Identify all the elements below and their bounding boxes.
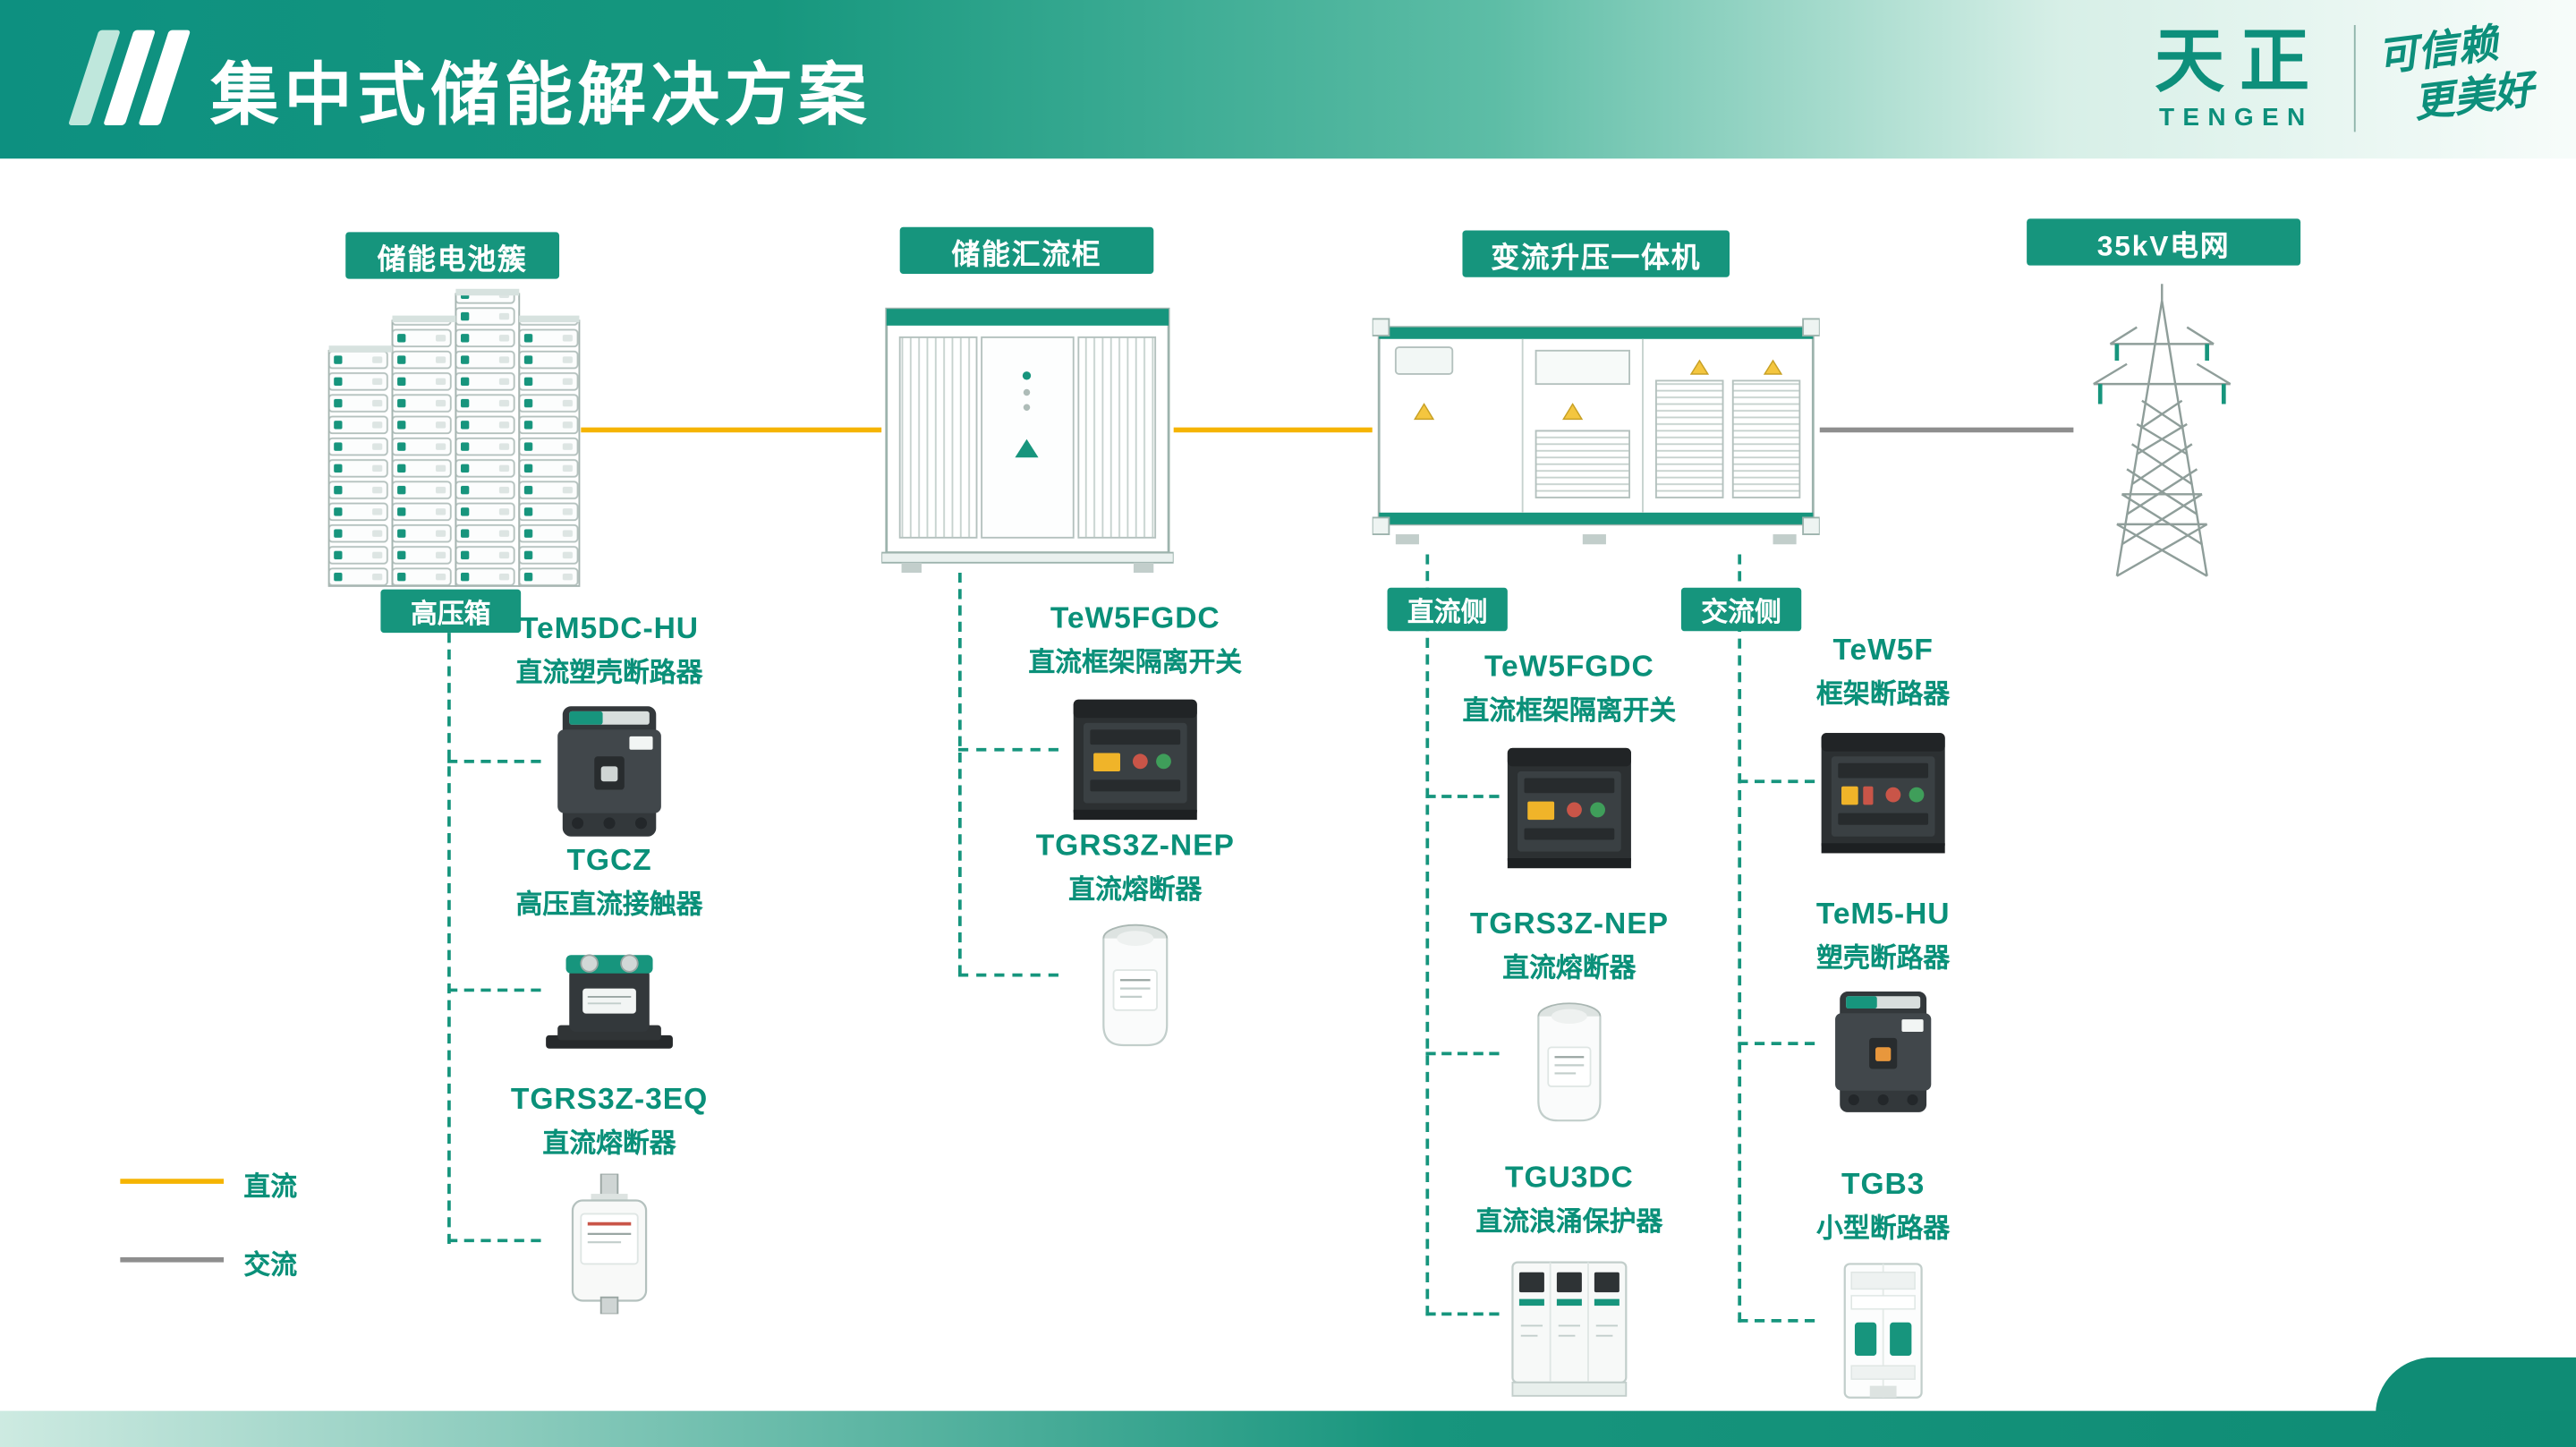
- component-model: TeM5DC-HU: [520, 610, 699, 645]
- combiner-cabinet-graphic: [880, 307, 1175, 573]
- component-desc: 框架断路器: [1816, 681, 1951, 710]
- dc-side-branch-line: [1425, 554, 1430, 1316]
- surge-protector-image: [1511, 1261, 1628, 1397]
- component-tew5f: TeW5F 框架断路器: [1724, 633, 2042, 858]
- combiner-cabinet-image: [880, 295, 1175, 581]
- combiner-branch-line: [957, 572, 962, 975]
- station-label-grid: 35kV电网: [2027, 218, 2301, 266]
- component-tgcz: TGCZ 高压直流接触器: [451, 843, 769, 1051]
- component-tew5fgdc-combiner: TeW5FGDC 直流框架隔离开关: [977, 601, 1295, 823]
- component-model: TGU3DC: [1505, 1160, 1634, 1195]
- component-tgb3: TGB3 小型断路器: [1724, 1167, 2042, 1402]
- station-label-battery-cluster: 储能电池簇: [345, 232, 560, 279]
- component-model: TeW5FGDC: [1484, 649, 1654, 684]
- dc-flow-line-2: [1173, 427, 1373, 433]
- component-model: TeW5F: [1832, 633, 1934, 667]
- component-desc: 直流熔断器: [542, 1130, 676, 1159]
- footer-rounded-corner: [2376, 1357, 2576, 1415]
- ac-side-branch-stub-2: [1738, 1042, 1815, 1046]
- ac-side-branch-line: [1738, 554, 1742, 1323]
- dc-side-branch-stub-1: [1425, 795, 1500, 798]
- converter-station-image: [1371, 301, 1821, 563]
- legend-ac-line: [120, 1256, 225, 1263]
- acb-switch-image: [1507, 747, 1631, 869]
- component-desc: 直流熔断器: [1502, 955, 1637, 983]
- component-desc: 直流塑壳断路器: [515, 660, 703, 688]
- battery-branch-line: [447, 633, 451, 1245]
- component-desc: 塑壳断路器: [1816, 945, 1951, 974]
- cylindrical-fuse-image: [1102, 924, 1169, 1047]
- brand-logo: 天正 TENGEN: [2130, 21, 2334, 132]
- legend-dc-label: 直流: [243, 1173, 298, 1203]
- tag-ac-side: 交流侧: [1680, 587, 1802, 632]
- header-banner: 集中式储能解决方案 天正 TENGEN 可信赖 更美好: [0, 0, 2576, 159]
- component-model: TeM5-HU: [1815, 896, 1951, 931]
- brand-slogan: 可信赖 更美好: [2375, 14, 2536, 132]
- component-model: TeW5FGDC: [1050, 600, 1220, 635]
- battery-branch-stub-2: [447, 988, 541, 992]
- brand-logo-cn: 天正: [2154, 21, 2325, 100]
- brand-divider: [2353, 24, 2356, 132]
- component-desc: 直流框架隔离开关: [1028, 649, 1243, 678]
- ac-flow-line: [1819, 427, 2074, 433]
- component-model: TGRS3Z-3EQ: [510, 1082, 709, 1116]
- battery-rack-image: [327, 284, 582, 598]
- component-tew5fgdc-dc: TeW5FGDC 直流框架隔离开关: [1411, 650, 1729, 872]
- transmission-tower-graphic: [2093, 284, 2232, 577]
- station-label-combiner-cabinet: 储能汇流柜: [899, 226, 1154, 274]
- footer-bar: [0, 1410, 2576, 1447]
- nh-fuse-image: [571, 1173, 648, 1315]
- converter-station-graphic: [1371, 318, 1821, 545]
- station-label-converter-station: 变流升压一体机: [1462, 230, 1730, 277]
- component-model: TGCZ: [566, 843, 652, 877]
- triple-slash-icon: [68, 30, 191, 134]
- transmission-tower-image: [2070, 277, 2254, 588]
- component-desc: 小型断路器: [1816, 1215, 1951, 1245]
- component-model: TGB3: [1841, 1167, 1926, 1201]
- component-tgu3dc: TGU3DC 直流浪涌保护器: [1411, 1161, 1729, 1400]
- dc-flow-line-1: [581, 427, 882, 433]
- acb-breaker-image: [1821, 733, 1945, 854]
- battery-branch-stub-3: [447, 1238, 541, 1243]
- legend-dc-line: [120, 1179, 225, 1184]
- insulator-marks: [2097, 344, 2226, 404]
- component-desc: 直流熔断器: [1068, 876, 1203, 906]
- component-tem5-hu: TeM5-HU 塑壳断路器: [1724, 897, 2042, 1115]
- component-tgrs3z-3eq: TGRS3Z-3EQ 直流熔断器: [451, 1082, 769, 1315]
- tag-high-voltage-box: 高压箱: [380, 589, 522, 634]
- acb-switch-image: [1073, 699, 1197, 821]
- battery-branch-stub-1: [447, 759, 541, 763]
- ac-side-branch-stub-3: [1738, 1319, 1815, 1323]
- component-tem5dc-hu: TeM5DC-HU 直流塑壳断路器: [451, 611, 769, 840]
- combiner-branch-stub-1: [957, 747, 1058, 752]
- mccb-breaker-image: [557, 706, 661, 837]
- component-desc: 直流框架隔离开关: [1462, 697, 1677, 727]
- dc-contactor-image: [546, 954, 673, 1049]
- component-tgrs3z-nep-combiner: TGRS3Z-NEP 直流熔断器: [977, 828, 1295, 1053]
- ac-side-branch-stub-1: [1738, 779, 1815, 784]
- component-desc: 直流浪涌保护器: [1475, 1208, 1663, 1238]
- battery-rack-graphic: [327, 288, 581, 587]
- cylindrical-fuse-image: [1537, 1002, 1602, 1122]
- component-model: TGRS3Z-NEP: [1035, 828, 1235, 862]
- dc-side-branch-stub-2: [1425, 1051, 1500, 1056]
- tag-dc-side: 直流侧: [1387, 587, 1508, 632]
- component-model: TGRS3Z-NEP: [1469, 907, 1669, 941]
- component-tgrs3z-nep-dc: TGRS3Z-NEP 直流熔断器: [1411, 907, 1729, 1128]
- combiner-branch-stub-2: [957, 973, 1058, 977]
- warning-triangle-icons: [1413, 359, 1783, 421]
- brand-logo-en: TENGEN: [2158, 103, 2314, 132]
- mcb-breaker-image: [1843, 1263, 1923, 1399]
- legend-ac-label: 交流: [243, 1252, 298, 1281]
- mccb-breaker-image: [1835, 992, 1932, 1112]
- dc-side-branch-stub-3: [1425, 1312, 1500, 1316]
- page-title: 集中式储能解决方案: [210, 56, 871, 134]
- component-desc: 高压直流接触器: [515, 891, 703, 921]
